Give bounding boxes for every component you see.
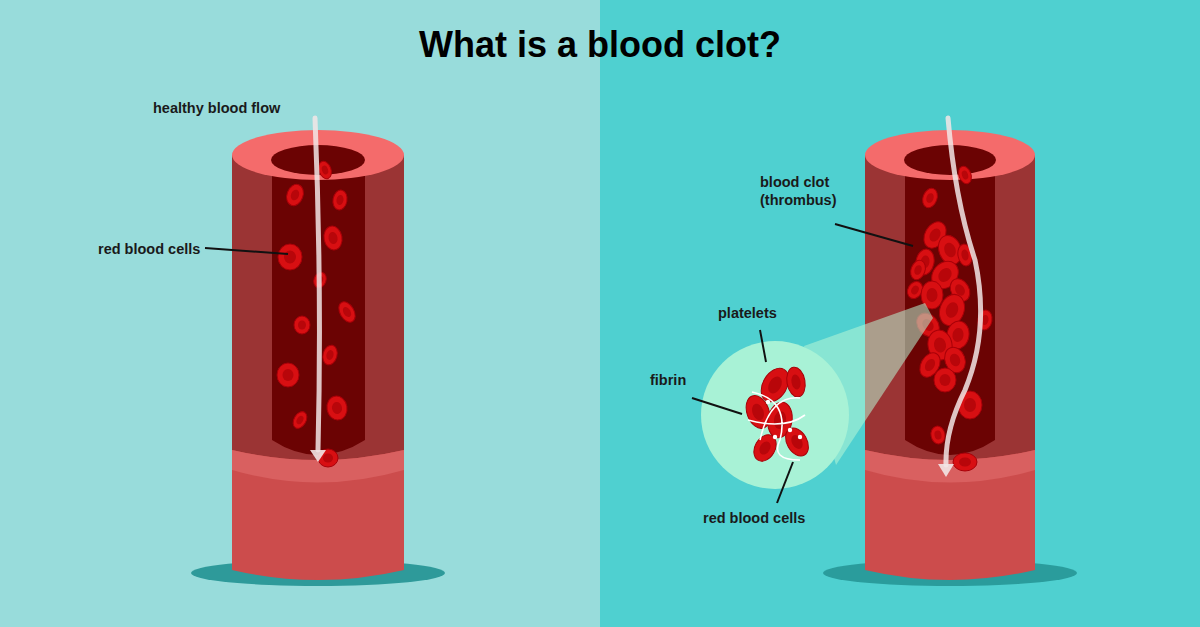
cell-center xyxy=(964,398,976,412)
cell-center xyxy=(961,170,970,181)
cell-center xyxy=(765,374,784,396)
fibrin-strands xyxy=(748,392,805,460)
cell-center xyxy=(283,369,294,381)
red-blood-cell xyxy=(920,186,940,210)
part-label: fibrin xyxy=(650,371,686,389)
illustration-part xyxy=(232,450,404,580)
part-label: platelets xyxy=(718,304,777,322)
cell-center xyxy=(934,430,942,440)
cell-center xyxy=(331,401,343,415)
platelet xyxy=(766,400,770,404)
illustration-part xyxy=(865,450,1035,580)
cell-center xyxy=(923,357,937,373)
part-label: red blood cells xyxy=(703,509,805,527)
illustration-part xyxy=(946,118,981,465)
cell-center xyxy=(750,402,766,422)
part-label: blood clot (thrombus) xyxy=(760,173,865,209)
cell-center xyxy=(284,251,296,264)
cell-center xyxy=(289,188,300,201)
cell-center xyxy=(341,305,353,318)
illustration-part xyxy=(692,398,742,414)
red-blood-cell xyxy=(956,164,973,185)
diagram-title: What is a blood clot? xyxy=(419,22,781,67)
platelet xyxy=(788,428,792,432)
cell-center xyxy=(790,374,801,390)
zoomed-clot xyxy=(742,363,813,465)
arrow-head xyxy=(310,450,954,477)
blood-clot xyxy=(908,218,974,392)
red-blood-cell xyxy=(321,344,340,367)
illustration-part xyxy=(315,118,319,450)
red-blood-cell xyxy=(781,424,813,460)
leader-line xyxy=(205,224,913,503)
cell-center xyxy=(940,374,951,386)
cell-center xyxy=(757,439,773,456)
right-background xyxy=(600,0,1200,627)
cell-center xyxy=(933,337,947,354)
illustration-part xyxy=(835,224,913,246)
cell-center xyxy=(948,352,962,368)
cell-center xyxy=(298,321,306,330)
red-blood-cell xyxy=(284,182,307,208)
cell-center xyxy=(951,327,964,343)
red-blood-cell xyxy=(325,394,349,421)
left-background xyxy=(0,0,600,627)
platelet xyxy=(798,435,802,439)
cell-center xyxy=(913,264,923,276)
cell-center xyxy=(323,454,333,463)
cell-center xyxy=(925,192,935,204)
red-blood-cell xyxy=(934,368,956,392)
zoom-circle xyxy=(701,341,849,489)
illustration-part xyxy=(760,330,766,362)
cell-center xyxy=(961,249,970,261)
cell-center xyxy=(295,415,305,426)
cell-center xyxy=(789,433,805,451)
illustration-part xyxy=(777,462,793,503)
part-label: red blood cells xyxy=(98,240,200,258)
red-blood-cell xyxy=(294,316,310,334)
red-blood-cell xyxy=(908,258,928,282)
red-blood-cell xyxy=(331,189,348,211)
red-blood-cell xyxy=(278,244,302,270)
illustration-part xyxy=(232,450,404,483)
red-blood-cell xyxy=(290,409,309,431)
flow-arrow xyxy=(315,118,981,465)
red-blood-cell xyxy=(749,431,780,465)
red-blood-cell xyxy=(277,363,299,387)
platelet xyxy=(773,435,777,439)
red-blood-cell xyxy=(335,299,358,325)
cell-center xyxy=(942,241,957,259)
illustration-part xyxy=(205,248,288,254)
cell-center xyxy=(927,288,938,302)
cell-center xyxy=(328,231,339,244)
cell-center xyxy=(959,458,971,467)
illustration-part xyxy=(310,450,326,462)
illustration-part xyxy=(938,464,954,477)
flow-label: healthy blood flow xyxy=(153,99,280,117)
cell-center xyxy=(944,300,961,319)
red-blood-cell xyxy=(785,366,808,399)
red-blood-cell xyxy=(322,225,344,252)
red-blood-cell xyxy=(953,453,977,471)
cell-center xyxy=(336,194,345,205)
cell-center xyxy=(325,349,334,360)
cell-center xyxy=(910,284,921,295)
cell-center xyxy=(321,165,330,176)
red-blood-cell xyxy=(930,425,947,445)
